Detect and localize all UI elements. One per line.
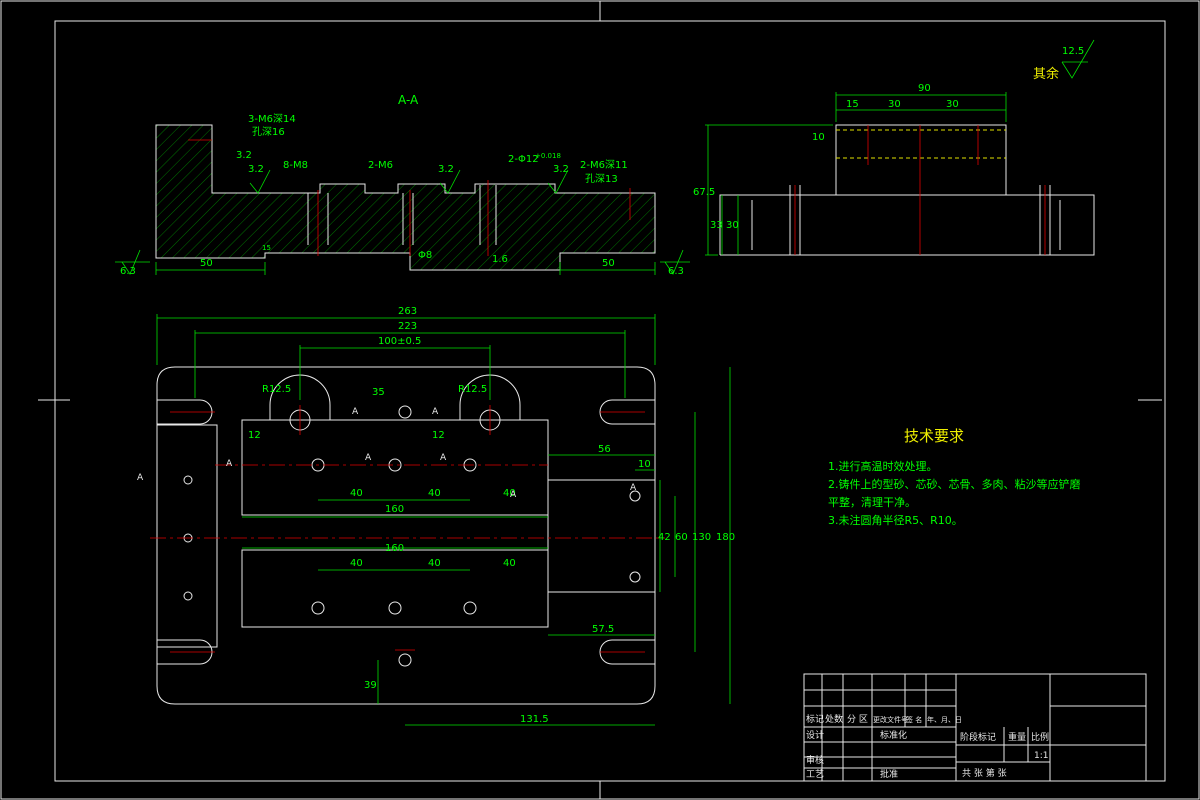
section-label: A-A	[398, 93, 419, 107]
dim-12b: 12	[432, 430, 445, 441]
dim-263: 263	[398, 306, 417, 317]
dim-hole1a: 3-M6深14	[248, 113, 296, 125]
dim-40a: 40	[350, 488, 363, 499]
dim-s30b: 30	[946, 99, 959, 110]
rough-32d: 3.2	[236, 150, 252, 161]
dim-160a: 160	[385, 504, 404, 515]
dim-40c: 40	[503, 488, 516, 499]
tb-h1: 标记	[806, 713, 824, 725]
dim-16: 1.6	[492, 254, 508, 265]
dim-phi12: 2-Φ12	[508, 154, 539, 165]
section-dimensions: 3-M6深14 孔深16 8-M8 2-M6 2-Φ12 +0.018 2-M6…	[120, 113, 684, 277]
dim-m8: 8-M8	[283, 160, 308, 171]
dim-r125b: R12.5	[458, 384, 487, 395]
tech-item-3: 平整，清理干净。	[828, 495, 916, 509]
dim-223: 223	[398, 321, 417, 332]
label-a3: A	[432, 407, 439, 417]
plan-dimensions: 263 223 100±0.5 35 R12.5 R12.5 12 12 40 …	[137, 306, 735, 725]
dim-50a: 50	[200, 258, 213, 269]
tb-process: 工艺	[806, 769, 824, 780]
side-view: 12.5 其余	[705, 39, 1095, 256]
center-marks	[38, 1, 1162, 799]
dim-180: 180	[716, 532, 735, 543]
tb-scale-label: 比例	[1031, 731, 1049, 743]
dim-12a: 12	[248, 430, 261, 441]
label-a5: A	[365, 453, 372, 463]
dim-1315: 131.5	[520, 714, 549, 725]
section-view	[115, 124, 690, 275]
dim-50b: 50	[602, 258, 615, 269]
dim-s90: 90	[918, 83, 931, 94]
tech-item-4: 3.未注圆角半径R5、R10。	[828, 513, 963, 527]
tech-title: 技术要求	[904, 427, 964, 445]
dim-phi12-tol: +0.018	[535, 152, 561, 160]
dim-hole1b: 孔深16	[252, 126, 285, 138]
tb-h5: 签 名	[906, 715, 922, 724]
dim-10: 10	[638, 459, 651, 470]
title-block: 标记 处数 分 区 更改文件号 签 名 年、月、日 设计 标准化 审核 工艺 批…	[803, 673, 1147, 782]
label-a6: A	[440, 453, 447, 463]
dim-60: 60	[675, 532, 688, 543]
side-dimensions: 90 15 30 30 10 67.5 33 30	[693, 83, 959, 231]
tb-h6: 年、月、日	[927, 715, 962, 724]
tb-stage: 阶段标记	[960, 731, 996, 743]
dim-m6b-sub: 孔深13	[585, 173, 618, 185]
dim-15: 15	[262, 244, 271, 252]
dim-39: 39	[364, 680, 377, 691]
label-a8: A	[630, 483, 637, 493]
dim-s33: 33	[710, 220, 723, 231]
dim-m6b: 2-M6深11	[580, 159, 628, 171]
dim-s10: 10	[812, 132, 825, 143]
rough-32b: 3.2	[438, 164, 454, 175]
rough-rest-value: 12.5	[1062, 46, 1084, 57]
dim-40e: 40	[428, 558, 441, 569]
dim-160b: 160	[385, 543, 404, 554]
plan-view	[150, 314, 731, 726]
dim-130: 130	[692, 532, 711, 543]
label-a7: A	[510, 490, 517, 500]
tb-weight: 重量	[1008, 731, 1026, 743]
dim-s30a: 30	[888, 99, 901, 110]
dim-35: 35	[372, 387, 385, 398]
tb-design: 设计	[806, 729, 824, 741]
dim-575: 57.5	[592, 624, 614, 635]
dim-40b: 40	[428, 488, 441, 499]
dim-m6: 2-M6	[368, 160, 393, 171]
dim-100: 100±0.5	[378, 336, 421, 347]
tb-h4: 更改文件号	[873, 715, 908, 724]
dim-40f: 40	[503, 558, 516, 569]
tb-scale: 1:1	[1034, 751, 1048, 761]
dim-phi8: Φ8	[418, 250, 432, 261]
label-a1: A	[137, 473, 144, 483]
tb-sheets: 共 张 第 张	[962, 767, 1007, 779]
dim-s15: 15	[846, 99, 859, 110]
tech-item-2: 2.铸件上的型砂、芯砂、芯骨、多肉、粘沙等应铲磨	[828, 477, 1081, 491]
tb-approve: 批准	[880, 768, 898, 780]
label-a2: A	[352, 407, 359, 417]
rough-63b: 6.3	[668, 266, 684, 277]
dim-40d: 40	[350, 558, 363, 569]
rough-rest-label: 其余	[1033, 66, 1059, 82]
dim-s30c: 30	[726, 220, 739, 231]
tech-item-1: 1.进行高温时效处理。	[828, 459, 938, 473]
inner-border	[54, 20, 1166, 782]
dim-56: 56	[598, 444, 611, 455]
label-a4: A	[226, 459, 233, 469]
tb-h2: 处数	[825, 713, 843, 725]
tb-review: 审核	[806, 754, 824, 766]
tb-h3: 分 区	[847, 714, 868, 725]
rough-32c: 3.2	[553, 164, 569, 175]
dim-42: 42	[658, 532, 671, 543]
dim-r125a: R12.5	[262, 384, 291, 395]
tb-standard: 标准化	[880, 729, 907, 741]
rough-32a: 3.2	[248, 164, 264, 175]
rough-63a: 6.3	[120, 266, 136, 277]
dim-s675: 67.5	[693, 187, 715, 198]
tech-requirements: 技术要求 1.进行高温时效处理。 2.铸件上的型砂、芯砂、芯骨、多肉、粘沙等应铲…	[828, 427, 1081, 527]
